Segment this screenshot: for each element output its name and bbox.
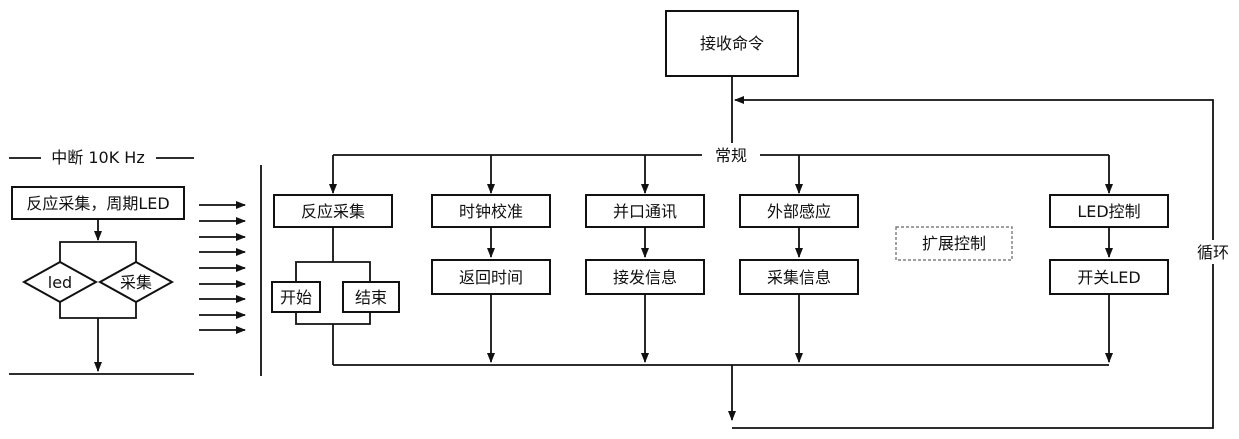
svg-text:返回时间: 返回时间: [459, 268, 523, 287]
interrupt-arrows: [199, 205, 245, 330]
start-node: 开始: [272, 282, 320, 312]
svg-text:采集信息: 采集信息: [767, 268, 831, 287]
led-decision-node: led: [24, 262, 96, 302]
loop-label: 循环: [1197, 243, 1229, 262]
external-sense-node: 外部感应: [740, 195, 858, 227]
svg-text:扩展控制: 扩展控制: [922, 234, 986, 253]
svg-text:并口通讯: 并口通讯: [613, 202, 677, 221]
parallel-comm-node: 并口通讯: [586, 195, 704, 227]
split-lines: [60, 242, 136, 262]
merge-lines: [60, 302, 136, 318]
svg-text:采集: 采集: [120, 273, 152, 292]
routine-label: 常规: [715, 146, 747, 165]
interrupt-task-node: 反应采集，周期LED: [12, 187, 184, 219]
svg-text:LED控制: LED控制: [1077, 202, 1140, 221]
svg-text:外部感应: 外部感应: [767, 202, 831, 221]
clock-calib-node: 时钟校准: [432, 195, 550, 227]
end-node: 结束: [343, 282, 399, 312]
svg-text:开始: 开始: [280, 288, 312, 307]
collect-info-node: 采集信息: [740, 260, 858, 294]
svg-text:反应采集，周期LED: 反应采集，周期LED: [26, 194, 169, 213]
react-collect-node: 反应采集: [274, 195, 392, 227]
react-merge-lines: [296, 312, 370, 324]
svg-text:led: led: [48, 273, 72, 292]
switch-led-node: 开关LED: [1050, 260, 1168, 294]
receive-command-node: 接收命令: [666, 11, 798, 76]
return-time-node: 返回时间: [432, 260, 550, 294]
svg-text:接收命令: 接收命令: [700, 34, 764, 53]
svg-text:时钟校准: 时钟校准: [459, 202, 523, 221]
interrupt-label: 中断 10K Hz: [51, 148, 144, 167]
svg-text:反应采集: 反应采集: [301, 202, 365, 221]
ext-control-node: 扩展控制: [896, 227, 1012, 260]
collect-decision-node: 采集: [100, 262, 172, 302]
svg-text:接发信息: 接发信息: [613, 268, 677, 287]
svg-text:结束: 结束: [355, 288, 387, 307]
send-recv-info-node: 接发信息: [586, 260, 704, 294]
svg-text:开关LED: 开关LED: [1077, 268, 1140, 287]
react-split-lines: [296, 262, 370, 282]
led-control-node: LED控制: [1050, 195, 1168, 227]
